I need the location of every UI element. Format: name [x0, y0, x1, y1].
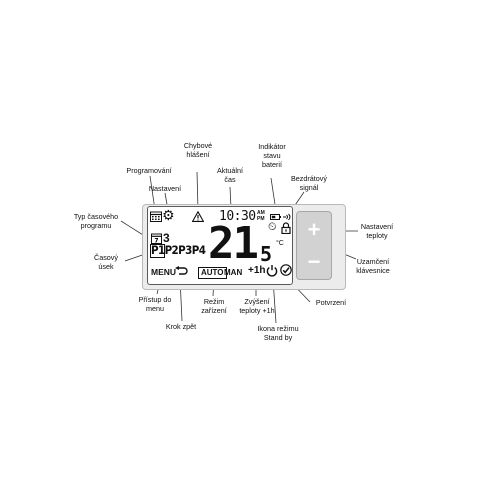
label-krok-zpet: Krok zpět [165, 322, 197, 331]
active-program-frame [150, 244, 165, 258]
label-indikator-baterii: Indikátor stavu baterií [258, 142, 286, 169]
label-programovani: Programování [126, 166, 172, 175]
pm-indicator: PM [257, 216, 265, 222]
label-casovy-usek: Časový úsek [94, 253, 118, 271]
battery-and-signal-icon [270, 213, 291, 221]
temperature-keypad: + − [296, 211, 332, 280]
current-time-display: 10:30 [219, 209, 256, 224]
label-typ-programu: Typ časového programu [73, 212, 119, 230]
label-pristup-menu: Přístup do menu [138, 295, 172, 313]
temp-up-button[interactable]: + [307, 216, 321, 242]
day-number: 3 [163, 231, 170, 245]
settings-gear-icon: ⚙ [162, 207, 175, 223]
temperature-decimal-digit: 5 [260, 242, 273, 266]
day-calendar-icon: 7 [151, 233, 162, 244]
drop-timer-icon: ⏲ [268, 221, 277, 233]
celsius-unit: °C [276, 240, 284, 247]
label-uzamceni: Uzamčení klávesnice [356, 257, 390, 275]
lcd-screen [147, 206, 293, 285]
label-zvyseni-teploty: Zvýšení teploty +1h [239, 297, 275, 315]
label-chybove-hlaseni: Chybové hlášení [183, 141, 213, 159]
label-bezdratovy-signal: Bezdrátový signál [291, 174, 327, 192]
temp-down-button[interactable]: − [307, 248, 321, 274]
programming-calendar-icon [150, 211, 162, 222]
label-aktualni-cas: Aktuální čas [217, 166, 243, 184]
svg-text:7: 7 [154, 238, 158, 245]
label-nastaveni: Nastavení [148, 184, 182, 193]
label-nastaveni-teploty: Nastavení teploty [360, 222, 394, 240]
manual-mode-indicator: MAN [224, 268, 243, 277]
temperature-main-digits: 21 [208, 218, 259, 269]
keypad-lock-icon [281, 222, 291, 234]
label-potvrzeni: Potvrzení [315, 298, 347, 307]
standby-power-icon [266, 265, 278, 277]
boost-plus-1h: +1h [248, 265, 266, 276]
label-stand-by: Ikona režimu Stand by [257, 324, 299, 342]
error-warning-icon [192, 211, 204, 222]
am-indicator: AM [257, 210, 265, 216]
auto-mode-indicator: AUTO [198, 267, 227, 279]
label-rezim-zarizeni: Režim zařízení [201, 297, 227, 315]
confirm-check-icon [280, 264, 292, 276]
menu-label: MENU [151, 267, 177, 277]
back-arrow-icon [175, 266, 188, 275]
